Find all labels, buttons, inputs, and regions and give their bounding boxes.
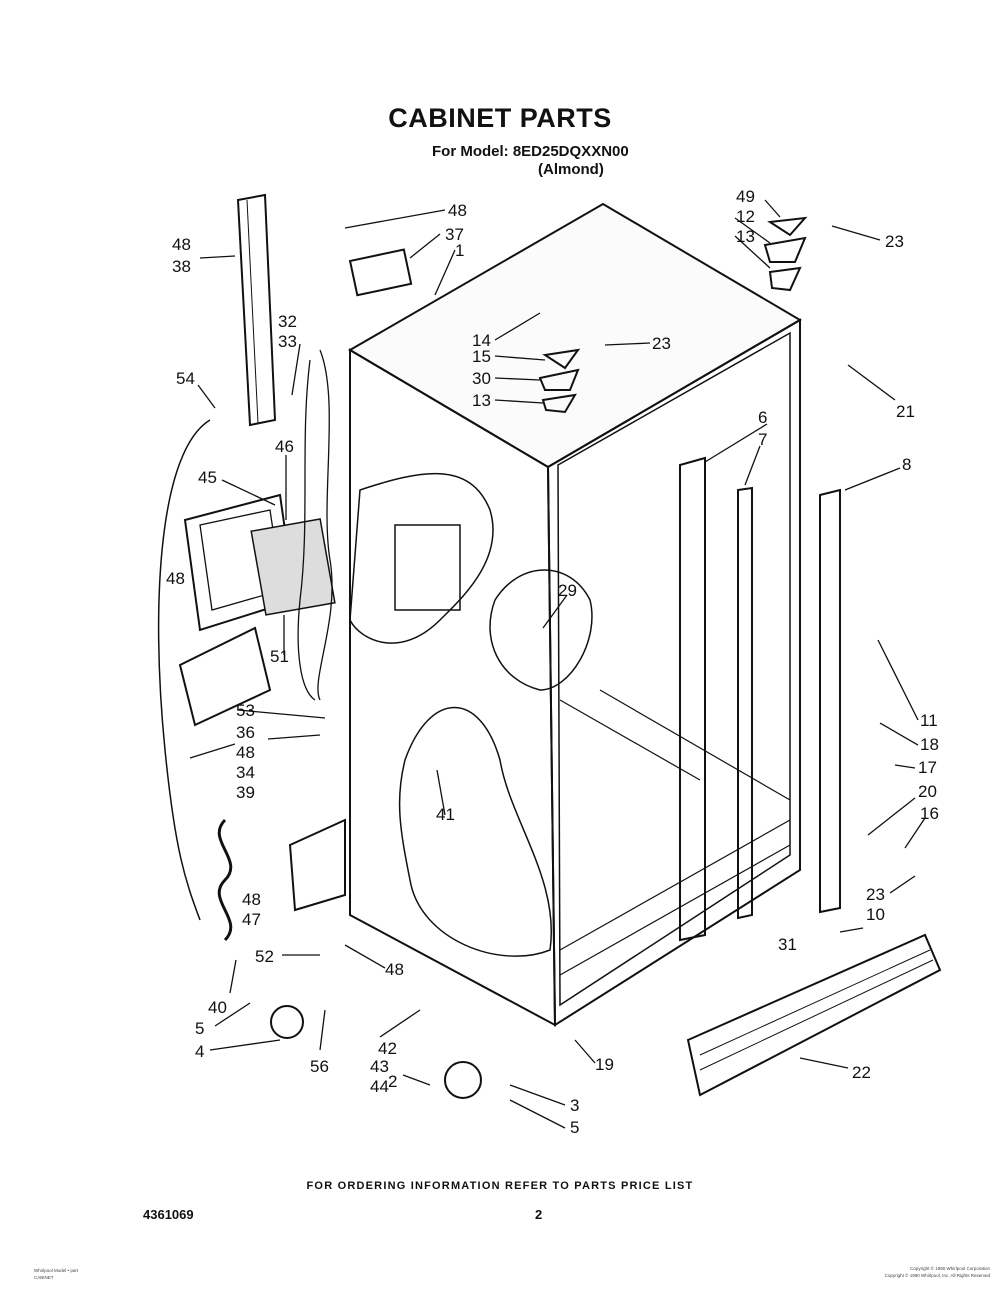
footer-left-line-1: Whirlpool Model • part [34, 1268, 79, 1273]
callout-48: 48 [236, 743, 255, 762]
top-bracket [348, 248, 413, 297]
condenser-coil [217, 818, 233, 942]
cabinet-outline [348, 202, 802, 1027]
callout-11: 11 [920, 711, 938, 730]
callout-16: 16 [920, 804, 939, 823]
liner-cutaway [489, 569, 593, 691]
page-number: 2 [535, 1207, 543, 1222]
side-trim-strip [236, 193, 277, 427]
callout-45: 45 [198, 468, 217, 487]
callout-14: 14 [472, 331, 491, 350]
callout-46: 46 [275, 437, 294, 456]
callout-37: 37 [445, 225, 464, 244]
color-line: (Almond) [538, 161, 604, 178]
mullion-strip [679, 456, 706, 942]
callout-47: 47 [242, 910, 261, 929]
callout-36: 36 [236, 723, 255, 742]
side-opening [394, 524, 461, 611]
model-line: For Model: 8ED25DQXXN00 [432, 143, 629, 160]
callout-48: 48 [242, 890, 261, 909]
footer-left-line-2: CABINET [34, 1275, 54, 1280]
footer-right-line-1: Copyright © 1990 Whirlpool Corporation [910, 1266, 990, 1271]
callout-6: 6 [758, 408, 767, 427]
callout-32: 32 [278, 312, 297, 331]
callout-38: 38 [172, 257, 191, 276]
callout-48: 48 [166, 569, 185, 588]
drain-tray [178, 626, 272, 727]
callout-51: 51 [270, 647, 289, 666]
footer-right-line-2: Copyright © 1990 Whirlpool, Inc. All Rig… [884, 1273, 990, 1278]
callout-7: 7 [758, 430, 767, 449]
callout-19: 19 [595, 1055, 614, 1074]
callout-43: 43 [370, 1057, 389, 1076]
callout-12: 12 [736, 207, 755, 226]
callout-31: 31 [778, 935, 797, 954]
callout-20: 20 [918, 782, 937, 801]
callout-13: 13 [736, 227, 755, 246]
callout-3: 3 [570, 1096, 579, 1115]
callout-49: 49 [736, 187, 755, 206]
callout-2: 2 [388, 1072, 397, 1091]
right-trim-strip [819, 488, 841, 914]
ordering-note: FOR ORDERING INFORMATION REFER TO PARTS … [306, 1180, 694, 1192]
callout-34: 34 [236, 763, 255, 782]
callout-39: 39 [236, 783, 255, 802]
callout-30: 30 [472, 369, 491, 388]
callout-5: 5 [570, 1118, 579, 1137]
callout-54: 54 [176, 369, 195, 388]
callout-48: 48 [448, 201, 467, 220]
callout-52: 52 [255, 947, 274, 966]
center-rail [737, 486, 753, 920]
wire-harness [157, 419, 211, 921]
callout-56: 56 [310, 1057, 329, 1076]
callout-8: 8 [902, 455, 911, 474]
callout-40: 40 [208, 998, 227, 1017]
callout-1: 1 [455, 241, 464, 260]
relay-cover [288, 818, 346, 912]
callout-23: 23 [866, 885, 885, 904]
callout-4: 4 [195, 1042, 204, 1061]
callout-10: 10 [866, 905, 885, 924]
callout-21: 21 [896, 402, 915, 421]
callout-17: 17 [918, 758, 937, 777]
callout-53: 53 [236, 701, 255, 720]
callout-33: 33 [278, 332, 297, 351]
center-hinge-assembly [538, 348, 581, 414]
callout-13: 13 [472, 391, 491, 410]
callout-22: 22 [852, 1063, 871, 1082]
toe-grille [686, 933, 942, 1097]
rear-caster [270, 1005, 304, 1039]
insulation-pad [250, 518, 336, 616]
callout-41: 41 [436, 805, 455, 824]
callout-42: 42 [378, 1039, 397, 1058]
callout-15: 15 [472, 347, 491, 366]
front-caster [444, 1061, 482, 1099]
side-cutaway [349, 472, 494, 644]
callout-48: 48 [385, 960, 404, 979]
callout-23: 23 [885, 232, 904, 251]
callout-23: 23 [652, 334, 671, 353]
callout-48: 48 [172, 235, 191, 254]
page-title: CABINET PARTS [388, 103, 612, 133]
callout-5: 5 [195, 1019, 204, 1038]
document-number: 4361069 [143, 1207, 194, 1222]
bottom-cutaway [398, 706, 552, 957]
callout-29: 29 [558, 581, 577, 600]
callout-44: 44 [370, 1077, 389, 1096]
upper-hinge-assembly [763, 216, 808, 292]
callout-18: 18 [920, 735, 939, 754]
